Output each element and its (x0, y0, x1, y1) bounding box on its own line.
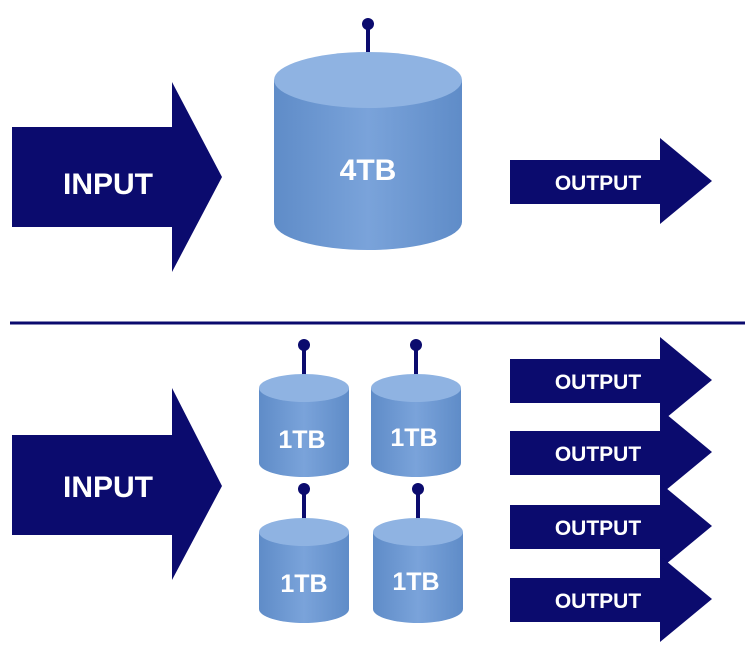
top-section: INPUT 4TB OUTPUT (12, 18, 712, 272)
output-arrow-shape (510, 409, 712, 495)
top-output-arrow: OUTPUT (510, 138, 712, 224)
output-arrow-shape (510, 138, 712, 224)
disk-top-icon (274, 52, 462, 108)
output-arrow-shape (510, 337, 712, 423)
bottom-disk-3: 1TB (259, 483, 349, 623)
top-input-label: INPUT (63, 168, 153, 201)
disk-label: 1TB (392, 568, 439, 596)
disk-top-icon (373, 518, 463, 546)
bottom-output-arrow-2: OUTPUT (510, 409, 712, 495)
output-arrow-shape (510, 556, 712, 642)
output-label: OUTPUT (555, 517, 642, 540)
input-arrow-shape (12, 82, 222, 272)
bottom-disk-1: 1TB (259, 339, 349, 477)
disk-label: 1TB (280, 570, 327, 598)
top-disk-label: 4TB (340, 154, 397, 187)
bottom-output-arrow-1: OUTPUT (510, 337, 712, 423)
output-arrow-shape (510, 483, 712, 569)
bottom-input-arrow: INPUT (12, 388, 222, 580)
disk-label: 1TB (390, 424, 437, 452)
disk-body-icon (373, 532, 463, 623)
disk-body-icon (371, 388, 461, 477)
bottom-section: INPUT 1TB 1TB 1TB (12, 337, 712, 642)
disk-body-icon (259, 388, 349, 477)
output-label: OUTPUT (555, 371, 642, 394)
disk-top-icon (259, 374, 349, 402)
antenna-tip-icon (410, 339, 422, 351)
top-disk: 4TB (274, 18, 462, 250)
output-label: OUTPUT (555, 443, 642, 466)
disk-top-icon (371, 374, 461, 402)
antenna-tip-icon (412, 483, 424, 495)
input-arrow-shape (12, 388, 222, 580)
bottom-output-arrow-4: OUTPUT (510, 556, 712, 642)
antenna-tip-icon (298, 483, 310, 495)
disk-label: 1TB (278, 426, 325, 454)
bottom-disk-4: 1TB (373, 483, 463, 623)
bottom-input-label: INPUT (63, 471, 153, 504)
output-label: OUTPUT (555, 590, 642, 613)
antenna-tip-icon (362, 18, 374, 30)
antenna-tip-icon (298, 339, 310, 351)
disk-top-icon (259, 518, 349, 546)
bottom-output-arrow-3: OUTPUT (510, 483, 712, 569)
disk-body-icon (274, 80, 462, 250)
top-output-label: OUTPUT (555, 172, 642, 195)
disk-body-icon (259, 532, 349, 623)
top-input-arrow: INPUT (12, 82, 222, 272)
bottom-disk-2: 1TB (371, 339, 461, 477)
